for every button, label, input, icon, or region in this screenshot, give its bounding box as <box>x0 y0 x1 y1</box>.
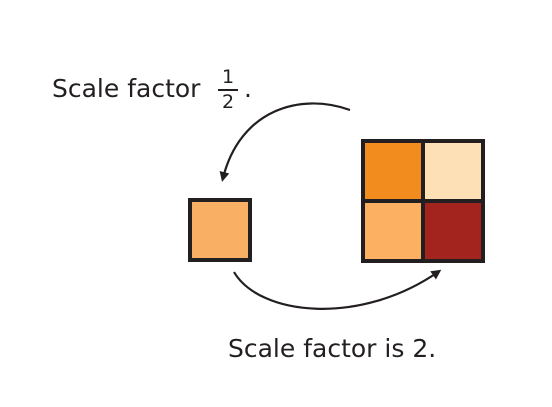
large-square-bottom-right <box>421 199 485 263</box>
fraction-denominator: 2 <box>221 91 235 113</box>
small-square <box>188 198 252 262</box>
enlarge-arrow <box>233 269 442 310</box>
large-square-top-right <box>421 139 485 203</box>
large-square-top-left <box>361 139 425 203</box>
large-square-bottom-left <box>361 199 425 263</box>
fraction-numerator: 1 <box>221 66 235 88</box>
top-label: Scale factor <box>52 74 200 104</box>
half-fraction: 1 2 <box>218 67 238 113</box>
fraction-bar <box>218 89 238 91</box>
top-label-period: . <box>244 74 252 103</box>
bottom-label: Scale factor is 2. <box>228 334 437 363</box>
shrink-arrow <box>219 102 351 182</box>
top-label-text: Scale factor <box>52 74 201 103</box>
